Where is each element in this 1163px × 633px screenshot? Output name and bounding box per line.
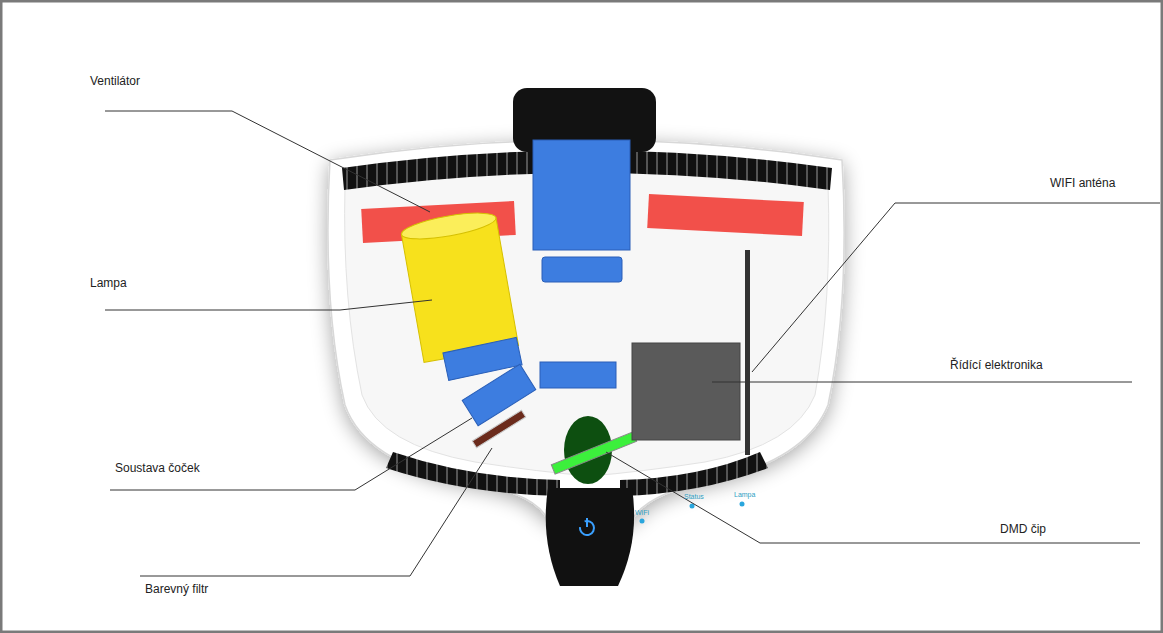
color-filter	[472, 410, 525, 448]
bottom-vent	[386, 452, 560, 496]
part-label: Řídící elektronika	[950, 358, 1043, 372]
dmd-chip	[551, 432, 636, 474]
part-label: Ventilátor	[90, 74, 140, 88]
led	[640, 519, 645, 524]
led	[740, 502, 745, 507]
led-label: Lampa	[734, 491, 755, 498]
leader-line	[606, 452, 1140, 543]
lens	[533, 140, 630, 250]
bottom-vent	[620, 452, 768, 496]
part-label: DMD čip	[1000, 522, 1046, 536]
housing	[328, 140, 844, 520]
led-label: Status	[684, 493, 704, 500]
leader-line	[105, 111, 430, 212]
power-icon	[586, 518, 588, 527]
part-label: Barevný filtr	[145, 582, 208, 596]
leader-line	[712, 382, 1132, 383]
leader-line	[752, 203, 1160, 372]
fan	[647, 194, 804, 236]
control-board	[632, 343, 740, 440]
lamp	[400, 208, 519, 363]
led-label: WiFi	[635, 509, 649, 516]
part-label: Lampa	[90, 276, 127, 290]
antenna	[745, 250, 750, 455]
lens	[542, 257, 622, 282]
part-label: Soustava čoček	[115, 461, 200, 475]
part-label: WIFI anténa	[1050, 176, 1115, 190]
leader-line	[110, 418, 472, 490]
lens	[540, 362, 616, 388]
leader-line	[105, 300, 432, 310]
power-button-housing	[546, 488, 634, 586]
